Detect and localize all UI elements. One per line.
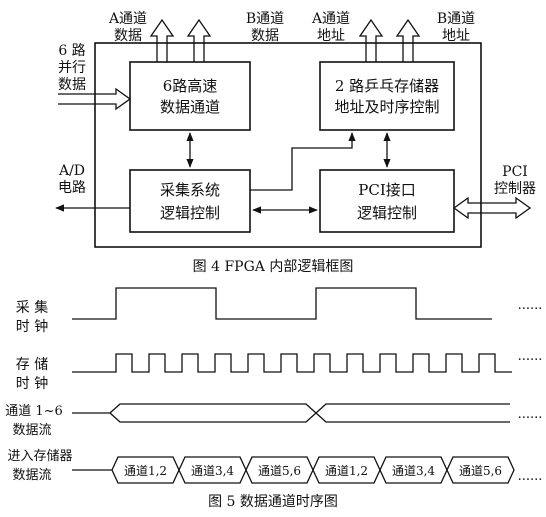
acq-clock-wave [72, 287, 492, 320]
block-pci-ctrl [319, 169, 455, 233]
bus-arrow-a-addr [358, 18, 384, 62]
mem-data-segment-label: 通道1,2 [124, 464, 167, 478]
block-pingpong [319, 61, 455, 131]
sig-acq-clk-1: 采 集 [16, 299, 48, 316]
figure5-caption: 图 5 数据通道时序图 [208, 494, 338, 510]
b-data-label-2: 数据 [251, 28, 279, 44]
bus-arrow-a-data [149, 18, 175, 62]
pci-label-2: 控制器 [494, 181, 536, 197]
mem-data-wave: 通道1,2 通道3,4 通道5,6 通道1,2 通道3,4 通道5,6 [72, 456, 515, 484]
ellipsis-memdata: ...... [518, 469, 543, 484]
block-pci-ctrl-line1: PCI接口 [358, 181, 416, 199]
block-data-channel [129, 61, 251, 131]
figure4-caption: 图 4 FPGA 内部逻辑框图 [193, 259, 354, 275]
block-data-channel-line2: 数据通道 [160, 98, 220, 116]
sig-acq-clk-2: 时 钟 [16, 318, 48, 335]
block-pci-ctrl-line2: 逻辑控制 [357, 204, 417, 222]
input-label-3: 数据 [58, 77, 86, 93]
bus-arrow-b-data [186, 18, 212, 62]
input-bus-arrow [58, 87, 132, 111]
link-acq-pingpong [250, 132, 356, 191]
mem-data-segment-label: 通道5,6 [258, 464, 301, 478]
mem-data-segment-label: 通道1,2 [325, 464, 368, 478]
block-pingpong-line1: 2 路乒乓存储器 [335, 77, 439, 95]
block-data-channel-line1: 6路高速 [163, 77, 218, 95]
input-label-1: 6 路 [58, 43, 85, 59]
mem-clock-wave [72, 353, 512, 373]
b-addr-label-2: 地址 [442, 28, 470, 44]
mem-data-segment-label: 通道5,6 [459, 464, 502, 478]
ad-label-2: 电路 [58, 180, 86, 196]
ch-data-wave [72, 403, 510, 423]
b-addr-label-1: B通道 [437, 11, 475, 27]
sig-ch-data-1: 通道 1~6 [5, 404, 63, 419]
block-acq-ctrl-line1: 采集系统 [160, 181, 220, 199]
fpga-block-diagram: A通道 数据 B通道 数据 A通道 地址 B通道 地址 6路高速 数据通道 2 … [55, 11, 536, 275]
mem-data-segment-label: 通道3,4 [191, 464, 234, 478]
pci-bus-arrow [452, 196, 532, 220]
input-label-2: 并行 [58, 60, 86, 76]
fpga-frame [94, 42, 482, 248]
block-acq-ctrl-line2: 逻辑控制 [160, 204, 220, 222]
bus-arrow-b-addr [395, 18, 421, 62]
a-data-label-1: A通道 [108, 11, 147, 27]
sig-mem-clk-1: 存 储 [16, 357, 48, 373]
sig-mem-data-1: 进入存储器 [7, 449, 72, 464]
sig-ch-data-2: 数据流 [12, 423, 51, 438]
sig-mem-clk-2: 时 钟 [16, 375, 48, 392]
a-addr-label-2: 地址 [317, 28, 345, 44]
ellipsis-acq: ...... [518, 298, 543, 313]
pci-label-1: PCI [502, 164, 528, 180]
ellipsis-mem: ...... [518, 349, 543, 364]
a-addr-label-1: A通道 [311, 11, 350, 27]
sig-mem-data-2: 数据流 [12, 468, 51, 483]
mem-data-segment-label: 通道3,4 [392, 464, 435, 478]
timing-diagram: 采 集 时 钟 存 储 时 钟 通道 1~6 数据流 进入存储器 数据流 通道1… [5, 287, 543, 510]
mem-data-segment [446, 456, 515, 484]
block-acq-ctrl [129, 169, 251, 233]
ad-label-1: A/D [58, 163, 85, 179]
a-data-label-2: 数据 [114, 28, 142, 44]
b-data-label-1: B通道 [246, 11, 284, 27]
block-pingpong-line2: 地址及时序控制 [334, 98, 439, 116]
ellipsis-ch: ...... [518, 407, 543, 422]
